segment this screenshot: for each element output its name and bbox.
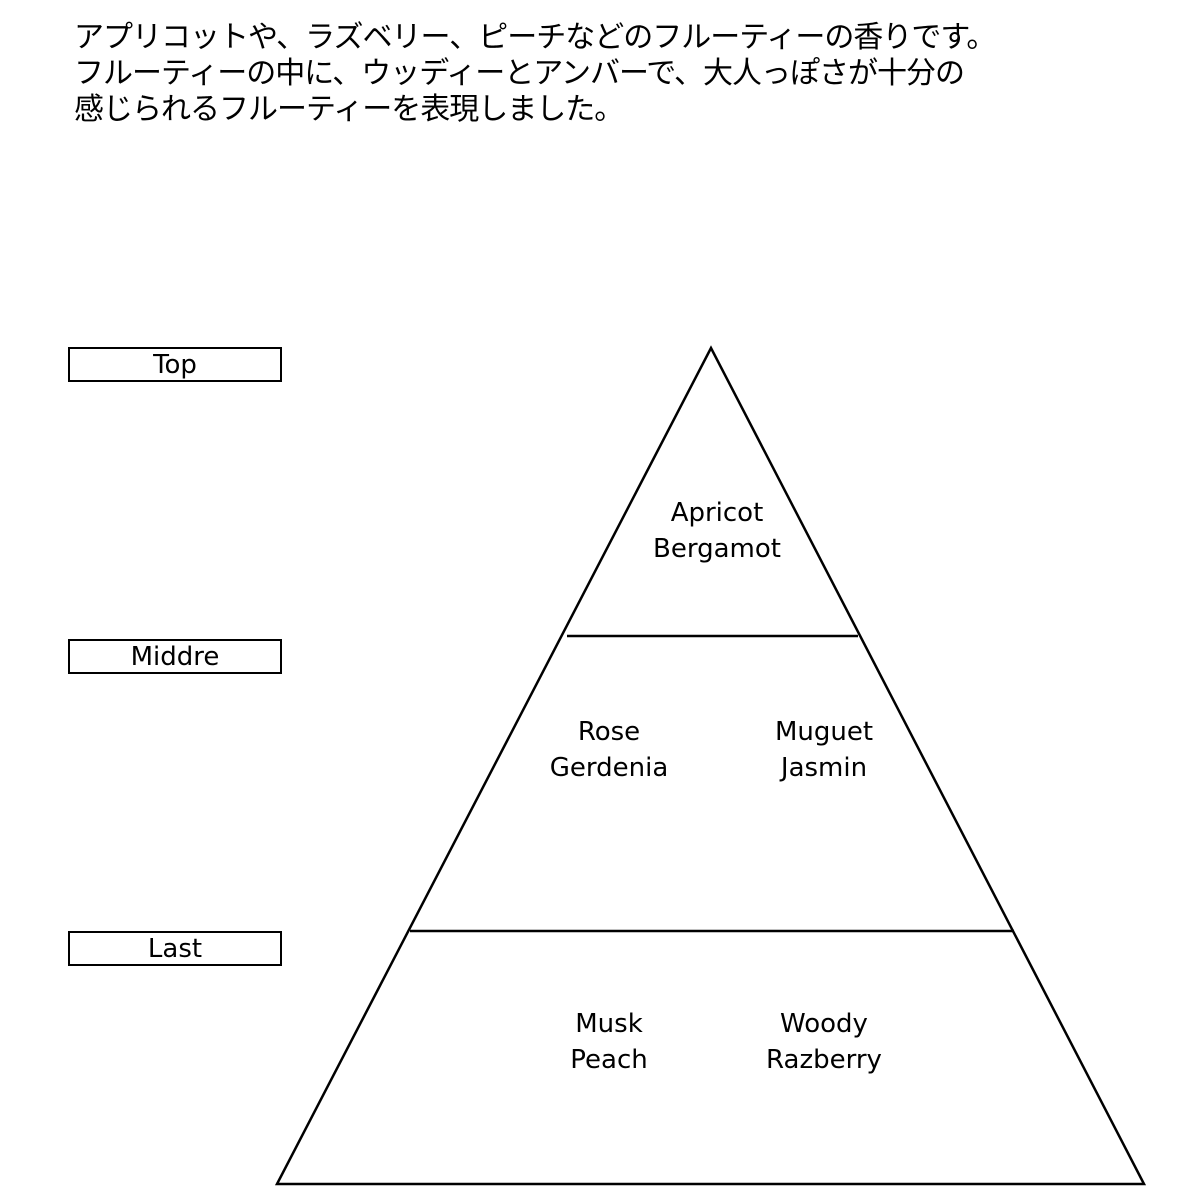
note-apricot: Apricot bbox=[670, 498, 764, 528]
level-label-middle: Middre bbox=[68, 639, 282, 674]
note-jasmin: Jasmin bbox=[780, 753, 868, 783]
note-woody: Woody bbox=[780, 1009, 868, 1039]
description-text: アプリコットや、ラズベリー、ピーチなどのフルーティーの香りです。 フルーティーの… bbox=[74, 20, 996, 128]
note-gerdenia: Gerdenia bbox=[549, 753, 669, 783]
level-label-top: Top bbox=[68, 347, 282, 382]
note-rose: Rose bbox=[577, 717, 641, 747]
description-line-3: 感じられるフルーティーを表現しました。 bbox=[74, 92, 624, 127]
last-notes-right: Woody Razberry bbox=[724, 1006, 924, 1078]
note-razberry: Razberry bbox=[766, 1045, 882, 1075]
note-musk: Musk bbox=[575, 1009, 643, 1039]
middle-notes-right: Muguet Jasmin bbox=[724, 714, 924, 786]
note-peach: Peach bbox=[570, 1045, 648, 1075]
level-label-last: Last bbox=[68, 931, 282, 966]
top-notes: Apricot Bergamot bbox=[617, 495, 817, 567]
description-line-2: フルーティーの中に、ウッディーとアンバーで、大人っぽさが十分の bbox=[74, 56, 965, 91]
middle-notes-left: Rose Gerdenia bbox=[509, 714, 709, 786]
note-bergamot: Bergamot bbox=[653, 534, 781, 564]
last-notes-left: Musk Peach bbox=[509, 1006, 709, 1078]
pyramid-outline bbox=[274, 345, 1147, 1186]
description-line-1: アプリコットや、ラズベリー、ピーチなどのフルーティーの香りです。 bbox=[74, 20, 996, 55]
note-muguet: Muguet bbox=[774, 717, 874, 747]
